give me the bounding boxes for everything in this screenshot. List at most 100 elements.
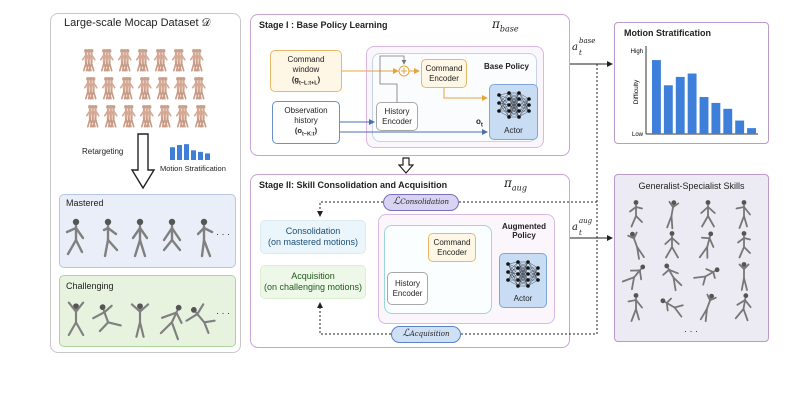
humanoid-figure <box>131 218 149 258</box>
stage2-actor-label: Actor <box>513 294 533 303</box>
humanoid-figure <box>660 297 684 318</box>
crowd-figure <box>157 104 172 128</box>
crowd-figure <box>153 48 168 72</box>
crowd-figure <box>171 48 186 72</box>
stratification-bar <box>687 73 697 134</box>
crowd-figure <box>175 104 190 128</box>
stage2-policy-symbol: πaug <box>504 176 527 193</box>
observation-history-label: Observation history <box>284 106 328 126</box>
acquisition-box: Acquisition (on challenging motions) <box>260 265 366 299</box>
stage1-ot-label: ot <box>476 117 483 129</box>
stratification-bar <box>699 97 709 134</box>
stage1-history-encoder: History Encoder <box>376 102 418 131</box>
humanoid-figure <box>67 301 85 337</box>
crowd-figure <box>103 104 118 128</box>
stage2-network-icon <box>506 260 540 288</box>
observation-history-box: Observation history (ot−K:t) <box>272 101 340 144</box>
command-window-label: Command window <box>287 54 325 74</box>
mastered-panel <box>59 194 236 268</box>
humanoid-figure <box>185 303 216 334</box>
crowd-figure <box>119 76 134 100</box>
crowd-figure <box>83 76 98 100</box>
skills-image <box>621 200 752 323</box>
stage1-title: Stage I : Base Policy Learning <box>259 20 388 30</box>
stratification-bar <box>711 102 721 134</box>
mocap-crowd-image <box>81 48 208 128</box>
crowd-figure <box>117 48 132 72</box>
mini-bar <box>205 153 210 160</box>
stratification-bar <box>735 120 745 134</box>
humanoid-figure <box>65 218 85 256</box>
skills-title: Generalist-Specialist Skills <box>638 181 745 191</box>
y-axis-label: Difficulty <box>633 79 640 104</box>
augmented-policy-label: Augmented Policy <box>502 222 546 240</box>
retargeting-arrow <box>130 133 156 190</box>
humanoid-figure <box>159 304 183 341</box>
humanoid-figure <box>102 218 119 258</box>
humanoid-figure <box>130 303 150 338</box>
crowd-figure <box>121 104 136 128</box>
stage-transition-arrow <box>398 157 414 174</box>
mini-bar <box>184 144 189 160</box>
crowd-figure <box>85 104 100 128</box>
command-window-symbol: (gt−L:t+L) <box>291 74 321 87</box>
crowd-figure <box>155 76 170 100</box>
mastered-title: Mastered <box>66 198 104 208</box>
crowd-figure <box>193 104 208 128</box>
crowd-figure <box>189 48 204 72</box>
skills-ellipsis: · · · <box>684 326 698 336</box>
challenging-title: Challenging <box>66 281 114 291</box>
humanoid-figure <box>734 293 752 322</box>
mini-bar <box>191 150 196 160</box>
stage1-policy-symbol: πbase <box>492 17 519 34</box>
humanoid-figure <box>196 218 214 258</box>
challenging-motions-image <box>67 301 216 341</box>
mini-bar <box>198 151 203 160</box>
crowd-figure <box>81 48 96 72</box>
humanoid-figure <box>92 304 122 333</box>
humanoid-figure <box>693 267 720 286</box>
crowd-figure <box>173 76 188 100</box>
mastered-motions-image <box>65 218 214 258</box>
stage1-network-icon <box>497 91 531 119</box>
consolidation-box: Consolidation (on mastered motions) <box>260 220 366 254</box>
humanoid-figure <box>738 262 750 291</box>
stratification-bar <box>723 108 733 134</box>
crowd-figure <box>101 76 116 100</box>
retargeting-label: Retargeting <box>82 147 124 156</box>
stratification-bar <box>747 128 756 134</box>
crowd-figure <box>139 104 154 128</box>
humanoid-figure <box>627 231 645 260</box>
y-tick-low: Low <box>632 132 644 138</box>
base-policy-label: Base Policy <box>484 62 529 71</box>
humanoid-figure <box>700 200 716 228</box>
command-window-box: Command window (gt−L:t+L) <box>270 50 342 92</box>
humanoid-figure <box>699 293 717 323</box>
stage1-actor-label: Actor <box>504 126 523 135</box>
humanoid-figure <box>737 231 751 259</box>
stratification-bar <box>675 76 685 134</box>
humanoid-figure <box>664 231 680 259</box>
mini-bar <box>170 147 175 160</box>
humanoid-figure <box>698 231 715 259</box>
mini-bar <box>177 145 182 160</box>
crowd-figure <box>135 48 150 72</box>
humanoid-figure <box>621 264 646 291</box>
observation-history-symbol: (ot−K:t) <box>294 126 318 138</box>
humanoid-figure <box>629 200 643 228</box>
challenging-panel <box>59 275 236 347</box>
humanoid-figure <box>666 200 680 230</box>
crowd-figure <box>137 76 152 100</box>
mastered-ellipsis: · · · <box>216 229 230 239</box>
mini-stratification-label: Motion Stratification <box>160 164 226 173</box>
stage1-connections <box>340 55 488 135</box>
humanoid-figure <box>662 263 683 292</box>
motion-stratification-title: Motion Stratification <box>624 28 711 38</box>
crowd-figure <box>191 76 206 100</box>
